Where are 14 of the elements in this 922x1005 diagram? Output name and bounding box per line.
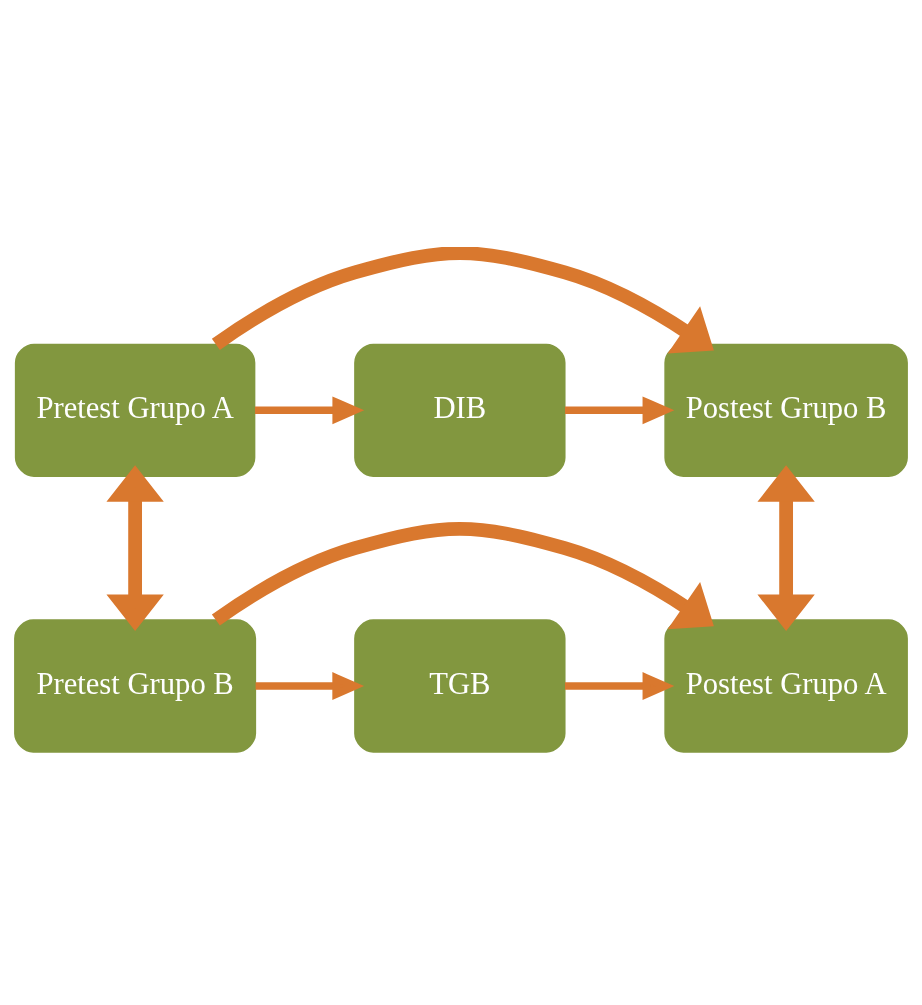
arrow — [757, 465, 815, 631]
node-box: Postest Grupo A — [664, 619, 908, 753]
arrow — [211, 247, 714, 354]
arrow — [565, 672, 675, 700]
node-box: Pretest Grupo A — [14, 343, 256, 477]
node-box: DIB — [354, 343, 566, 477]
node-box: Pretest Grupo B — [14, 619, 257, 753]
node-box: TGB — [354, 619, 566, 753]
arrow — [106, 465, 164, 631]
arrow — [255, 396, 365, 425]
node-box: Postest Grupo B — [664, 343, 908, 477]
arrow — [211, 522, 714, 630]
arrow — [255, 672, 365, 700]
arrow — [565, 396, 675, 425]
